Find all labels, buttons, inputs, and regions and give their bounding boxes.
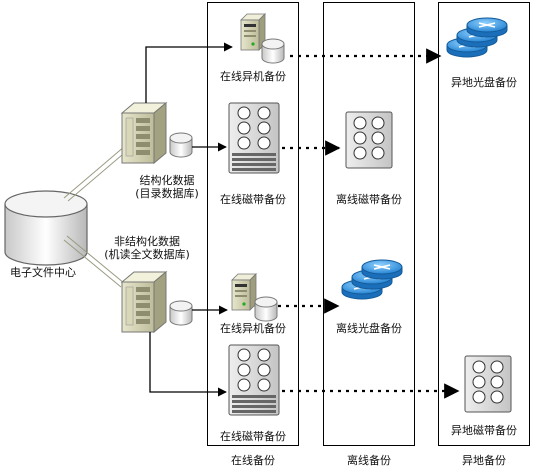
tape-library-icon-remote [464, 355, 512, 413]
column-remote-box [438, 2, 530, 446]
arrow-to-online-server-1 [145, 42, 233, 103]
remote-tape-label: 异地磁带备份 [451, 424, 517, 437]
unstructured-data-label: 非结构化数据 (机读全文数据库) [92, 235, 202, 261]
double-connector-upper [63, 145, 130, 202]
database-small-icon-online-1 [261, 38, 285, 64]
tape-library-icon-online-2 [228, 344, 280, 416]
optical-disc-icon-remote [447, 18, 507, 57]
database-small-icon-structured [169, 132, 193, 158]
offline-optical-label: 离线光盘备份 [336, 322, 402, 335]
structured-data-subtitle: (目录数据库) [135, 187, 199, 200]
column-online-label: 在线备份 [231, 454, 275, 467]
column-remote-label: 异地备份 [462, 454, 506, 467]
database-small-icon-online-2 [254, 296, 278, 322]
remote-optical-label: 异地光盘备份 [451, 76, 517, 89]
tape-library-icon-offline [345, 111, 393, 169]
server-icon-online-2 [231, 273, 257, 311]
database-cylinder-icon [4, 190, 88, 266]
arrow-to-online-tape-2 [149, 332, 227, 397]
database-small-icon-unstructured [169, 300, 193, 326]
column-offline-box [323, 2, 415, 446]
online-tape-2-label: 在线磁带备份 [220, 430, 286, 443]
unstructured-data-subtitle: (机读全文数据库) [104, 248, 190, 261]
structured-data-label: 结构化数据 (目录数据库) [124, 174, 210, 200]
tape-library-icon-online-1 [228, 102, 280, 174]
structured-data-title: 结构化数据 [139, 174, 195, 187]
server-icon-unstructured [121, 271, 167, 333]
offline-tape-label: 离线磁带备份 [336, 193, 402, 206]
double-connector-lower [63, 235, 125, 288]
online-server-2-label: 在线异机备份 [220, 322, 286, 335]
server-icon-structured [121, 102, 167, 164]
online-server-1-label: 在线异机备份 [220, 70, 286, 83]
unstructured-data-title: 非结构化数据 [114, 235, 180, 248]
server-icon-online-1 [240, 13, 266, 51]
column-offline-label: 离线备份 [347, 454, 391, 467]
source-label: 电子文件中心 [10, 266, 76, 279]
optical-disc-icon-offline [342, 260, 402, 299]
column-online-box [207, 2, 299, 446]
online-tape-1-label: 在线磁带备份 [220, 193, 286, 206]
